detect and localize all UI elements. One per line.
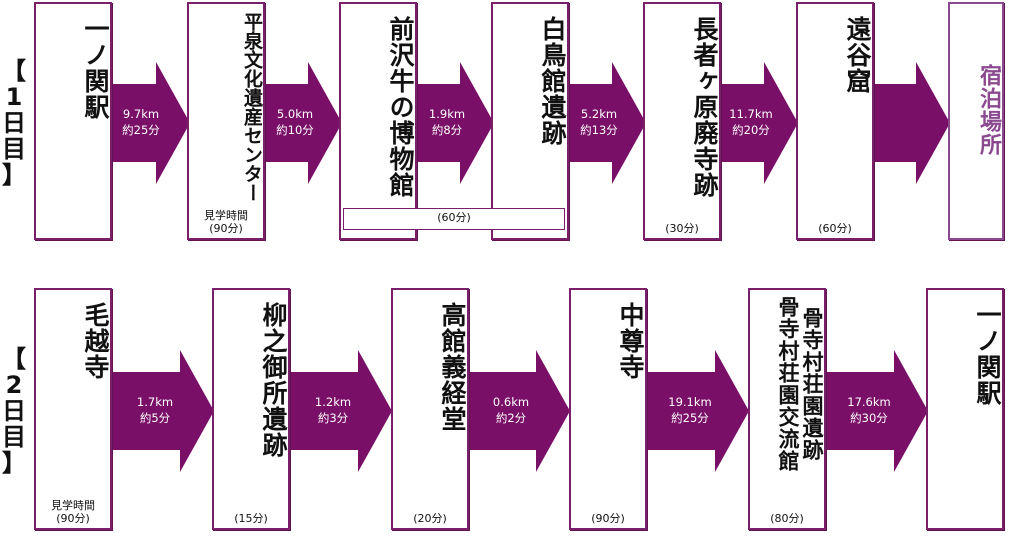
stop-name: 骨寺村荘園遺跡 骨寺村荘園交流館 [776,296,824,472]
shared-duration-note: (60分) [343,208,565,230]
stop-box: 毛越寺 見学時間 (90分) [34,288,112,530]
segment-arrow [872,62,950,184]
stop-box: 平泉文化遺産センター 見学時間 (90分) [187,2,265,240]
stop-box-destination: 宿泊場所 [948,2,1004,240]
stop-name: 宿泊場所 [976,64,1001,156]
stop-note: 見学時間 (90分) [204,209,248,235]
arrow-shape [110,62,190,184]
stop-name: 長者ヶ原廃寺跡 [690,16,719,198]
stop-name: 前沢牛の博物館 [386,16,415,198]
stop-note: (15分) [234,512,268,525]
stop-note: (30分) [665,222,699,235]
arrow-shape [568,62,646,184]
stop-box: 遠谷窟 (60分) [796,2,874,240]
stop-name: 白鳥館遺跡 [538,16,567,146]
stop-box: 長者ヶ原廃寺跡 (30分) [643,2,721,240]
arrow-shape [824,350,928,472]
stop-box: 中尊寺 (90分) [569,288,647,530]
arrow-shape [872,62,950,184]
stop-name: 柳之御所遺跡 [259,302,288,458]
stop-box: 柳之御所遺跡 (15分) [212,288,290,530]
stop-box: 骨寺村荘園遺跡 骨寺村荘園交流館 (80分) [748,288,826,530]
arrow-shape [466,350,570,472]
stop-note: (80分) [770,512,804,525]
stop-box: 一ノ関駅 [34,2,112,240]
stop-name: 遠谷窟 [843,16,872,94]
arrow-shape [720,62,798,184]
stop-box: 一ノ関駅 [926,288,1004,530]
arrow-shape [110,350,214,472]
arrow-shape [288,350,392,472]
stop-note: (60分) [818,222,852,235]
stop-name: 毛越寺 [81,302,110,380]
stop-note: 見学時間 (90分) [51,499,95,525]
arrow-shape [645,350,749,472]
stop-name: 平泉文化遺産センター [241,12,263,202]
stop-box: 高館義経堂 (20分) [391,288,469,530]
stop-note: (90分) [591,512,625,525]
arrow-shape [416,62,494,184]
stop-box: 白鳥館遺跡 [491,2,569,240]
stop-name: 一ノ関駅 [973,302,1002,406]
stop-name: 高館義経堂 [438,302,467,432]
stop-name: 中尊寺 [616,302,645,380]
stop-box: 前沢牛の博物館 [339,2,417,240]
stop-note: (20分) [413,512,447,525]
stop-name: 一ノ関駅 [81,16,110,120]
arrow-shape [264,62,342,184]
